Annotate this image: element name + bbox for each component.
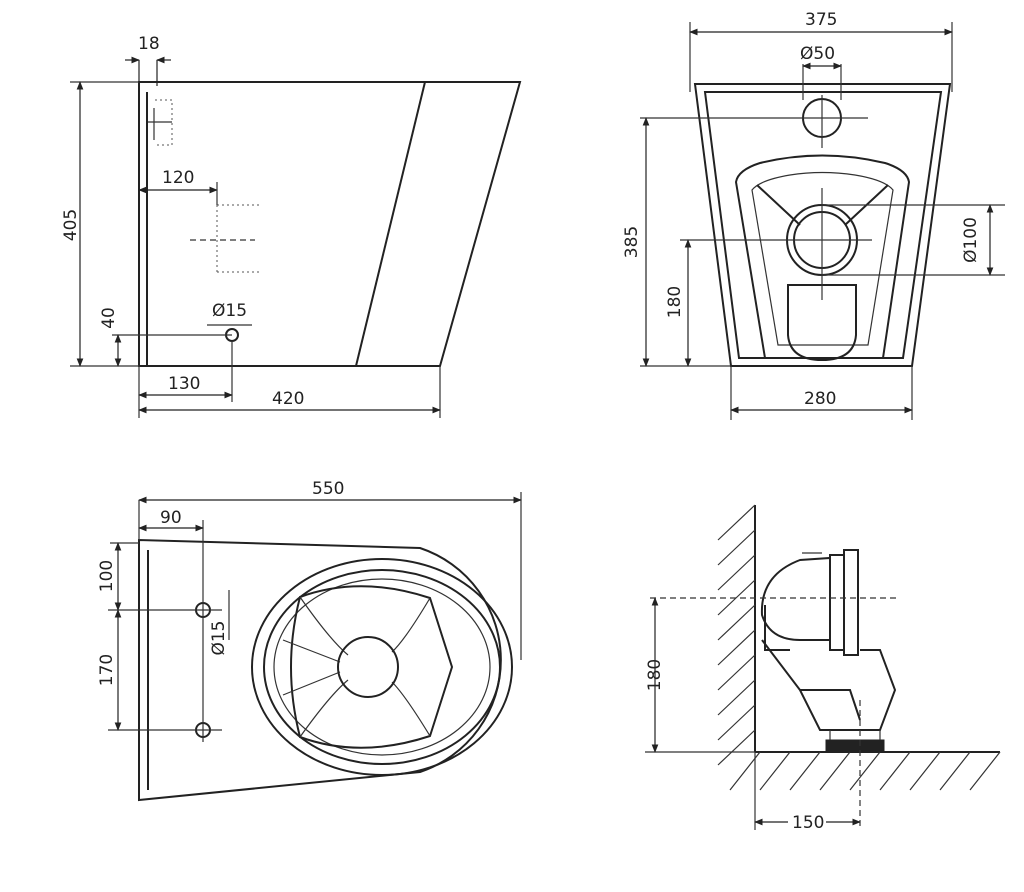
side-view-outline — [70, 81, 522, 367]
dim-total-length: 550 — [312, 479, 344, 499]
dim-fixing-diameter: Ø15 — [209, 620, 229, 655]
side-view: 18 405 120 40 Ø15 130 420 — [61, 34, 522, 418]
dim-inlet-diameter: Ø15 — [212, 301, 247, 321]
side-inlet-connector — [207, 324, 252, 342]
dim-wall-thickness: 18 — [138, 34, 160, 54]
dim-inlet-position: 130 — [168, 374, 200, 394]
rear-vent-outlet — [640, 95, 868, 148]
install-view: 180 150 — [645, 504, 1001, 833]
top-fixing-holes — [108, 520, 230, 742]
dim-fixing-spacing: 170 — [97, 654, 117, 686]
dim-inlet-offset: 120 — [162, 168, 194, 188]
top-outlet — [337, 636, 399, 698]
dim-base-depth: 420 — [272, 389, 304, 409]
dim-fixing-offset-x: 90 — [160, 508, 182, 528]
dim-fixing-offset-y: 100 — [97, 560, 117, 592]
dim-rear-base-width: 280 — [804, 389, 836, 409]
dim-outlet-diameter: Ø100 — [961, 217, 981, 263]
top-bowl-rim — [251, 558, 513, 776]
rear-view: 375 Ø50 385 Ø100 180 280 — [622, 10, 1005, 420]
floor-flange — [825, 739, 885, 753]
dim-side-height: 405 — [61, 209, 81, 241]
rear-main-outlet — [680, 188, 1005, 300]
dim-rear-outlet-height: 180 — [665, 286, 685, 318]
floor-hatch — [729, 751, 1001, 791]
side-view-hidden-lines — [148, 99, 262, 273]
rear-bowl-outline — [734, 154, 911, 362]
wall-hatch — [717, 504, 756, 766]
dim-rear-top-width: 375 — [805, 10, 837, 30]
top-bowl-inner — [282, 585, 454, 749]
dim-install-outlet-height: 180 — [645, 659, 665, 691]
dim-install-outlet-distance: 150 — [792, 813, 824, 833]
top-view: 550 90 100 170 Ø15 — [97, 479, 522, 802]
dim-vent-diameter: Ø50 — [800, 44, 835, 64]
dim-inlet-height: 40 — [99, 307, 119, 329]
pan-connector — [760, 549, 897, 753]
dim-rear-height: 385 — [622, 226, 642, 258]
